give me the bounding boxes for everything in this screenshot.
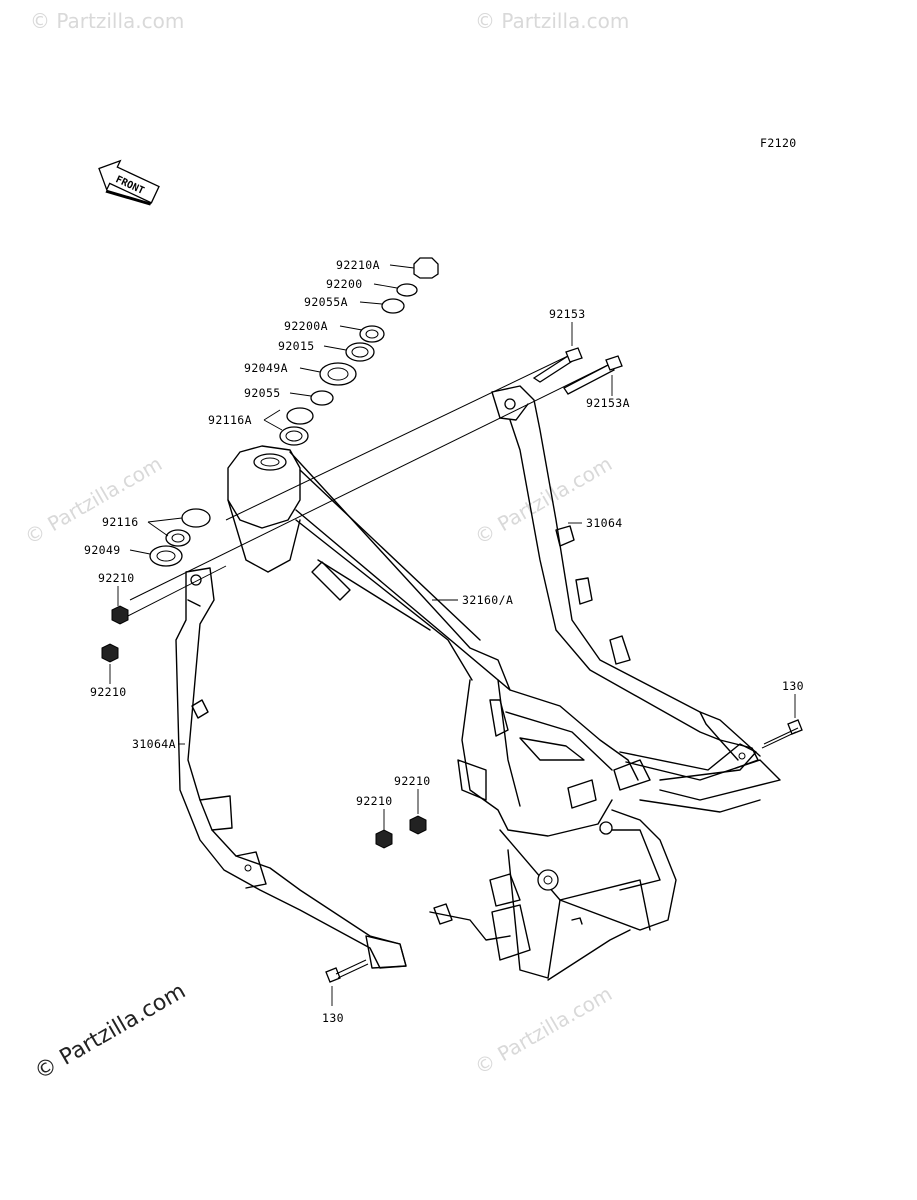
- part-label-92116A[interactable]: 92116A: [208, 413, 252, 427]
- left-side-tube: [175, 567, 407, 969]
- axle-shafts: [119, 347, 623, 621]
- part-label-92210-upper-left[interactable]: 92210: [98, 571, 135, 585]
- part-label-92210A[interactable]: 92210A: [336, 258, 380, 272]
- part-label-92049A[interactable]: 92049A: [244, 361, 288, 375]
- part-label-130-right[interactable]: 130: [782, 679, 804, 693]
- diagram-code: F2120: [760, 136, 797, 150]
- part-label-92210-center-upper[interactable]: 92210: [394, 774, 431, 788]
- part-label-92200A[interactable]: 92200A: [284, 319, 328, 333]
- main-frame: [227, 445, 781, 981]
- part-label-32160-A[interactable]: 32160/A: [462, 593, 513, 607]
- fasteners: [101, 605, 803, 983]
- part-label-92210-center-lower[interactable]: 92210: [356, 794, 393, 808]
- part-label-31064A[interactable]: 31064A: [132, 737, 176, 751]
- partzilla-watermark: © Partzilla.com: [31, 979, 191, 1086]
- watermark-faint-3: © Partzilla.com: [21, 451, 167, 549]
- part-label-92015[interactable]: 92015: [278, 339, 315, 353]
- part-label-130-bottom[interactable]: 130: [322, 1011, 344, 1025]
- right-side-tube: [491, 385, 761, 769]
- part-label-92116[interactable]: 92116: [102, 515, 139, 529]
- part-labels: 92210A 92200 92055A 92200A 92015 92049A …: [84, 258, 804, 1025]
- front-arrow-icon: FRONT: [98, 159, 160, 206]
- part-label-92153[interactable]: 92153: [549, 307, 586, 321]
- part-label-31064[interactable]: 31064: [586, 516, 623, 530]
- watermark-faint-4: © Partzilla.com: [471, 451, 617, 549]
- watermark-faint-1: © Partzilla.com: [30, 9, 184, 33]
- part-label-92153A[interactable]: 92153A: [586, 396, 630, 410]
- steering-stem-parts: [149, 257, 439, 567]
- part-label-92049[interactable]: 92049: [84, 543, 121, 557]
- part-label-92210-lower-left[interactable]: 92210: [90, 685, 127, 699]
- part-label-92200[interactable]: 92200: [326, 277, 363, 291]
- part-label-92055A[interactable]: 92055A: [304, 295, 348, 309]
- part-label-92055[interactable]: 92055: [244, 386, 281, 400]
- leader-lines: [109, 264, 796, 1006]
- watermark-faint-5: © Partzilla.com: [471, 981, 617, 1079]
- watermark-faint-2: © Partzilla.com: [475, 9, 629, 33]
